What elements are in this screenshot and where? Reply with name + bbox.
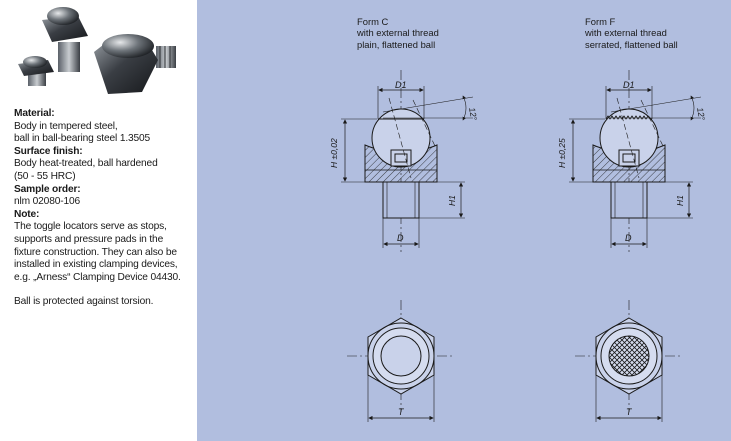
- form-f-angle-label: 12°: [695, 107, 707, 122]
- technical-drawing-panel: Form C with external thread plain, flatt…: [197, 0, 731, 441]
- form-f-d-label: D: [625, 233, 632, 243]
- product-photo-icon: [18, 7, 176, 94]
- form-f-caption: Form F with external thread serrated, fl…: [585, 16, 678, 50]
- form-c-t-label: T: [398, 407, 405, 417]
- form-c-d1-label: D1: [395, 80, 407, 90]
- form-c-line: plain, flattened ball: [357, 38, 436, 50]
- form-f-line: with external thread: [585, 27, 667, 39]
- material-text: Body in tempered steel,: [14, 120, 118, 132]
- sample-order-heading: Sample order:: [14, 183, 81, 195]
- form-c-angle-label: 12°: [467, 107, 479, 122]
- form-c-top-view: [347, 300, 455, 422]
- note-text: installed in existing clamping devices,: [14, 259, 178, 271]
- surface-finish-heading: Surface finish:: [14, 145, 83, 157]
- sample-order-text: nlm 02080-106: [14, 196, 81, 208]
- form-f-h-label: H ±0,25: [557, 138, 567, 168]
- material-text: ball in ball-bearing steel 1.3505: [14, 133, 151, 145]
- form-f-side-view: [569, 70, 702, 252]
- form-f-t-label: T: [626, 407, 633, 417]
- product-info-column: Material: Body in tempered steel, ball i…: [0, 0, 197, 441]
- product-description: Material: Body in tempered steel, ball i…: [14, 108, 196, 309]
- note-text: supports and pressure pads in the: [14, 233, 164, 245]
- torsion-note: Ball is protected against torsion.: [14, 296, 154, 308]
- drawing-canvas: D1 12° H ±0,02 H1 D: [329, 70, 707, 422]
- form-c-h1-label: H1: [447, 195, 457, 206]
- note-text: The toggle locators serve as stops,: [14, 221, 167, 233]
- form-c-d-label: D: [397, 233, 404, 243]
- form-f-title: Form F: [585, 16, 616, 27]
- form-c-title: Form C: [357, 16, 389, 27]
- form-f-line: serrated, flattened ball: [585, 38, 678, 50]
- surface-finish-text: (50 - 55 HRC): [14, 170, 76, 182]
- form-c-h-label: H ±0,02: [329, 138, 339, 168]
- form-c-side-view: [341, 70, 474, 252]
- form-c-caption: Form C with external thread plain, flatt…: [357, 16, 439, 50]
- form-c-line: with external thread: [357, 27, 439, 39]
- note-heading: Note:: [14, 208, 40, 220]
- form-f-top-view: [575, 300, 683, 422]
- material-heading: Material:: [14, 108, 55, 119]
- form-f-h1-label: H1: [675, 195, 685, 206]
- surface-finish-text: Body heat-treated, ball hardened: [14, 158, 158, 170]
- note-text: fixture construction. They can also be: [14, 246, 177, 258]
- form-f-d1-label: D1: [623, 80, 635, 90]
- note-text: e.g. „Arness“ Clamping Device 04430.: [14, 271, 181, 283]
